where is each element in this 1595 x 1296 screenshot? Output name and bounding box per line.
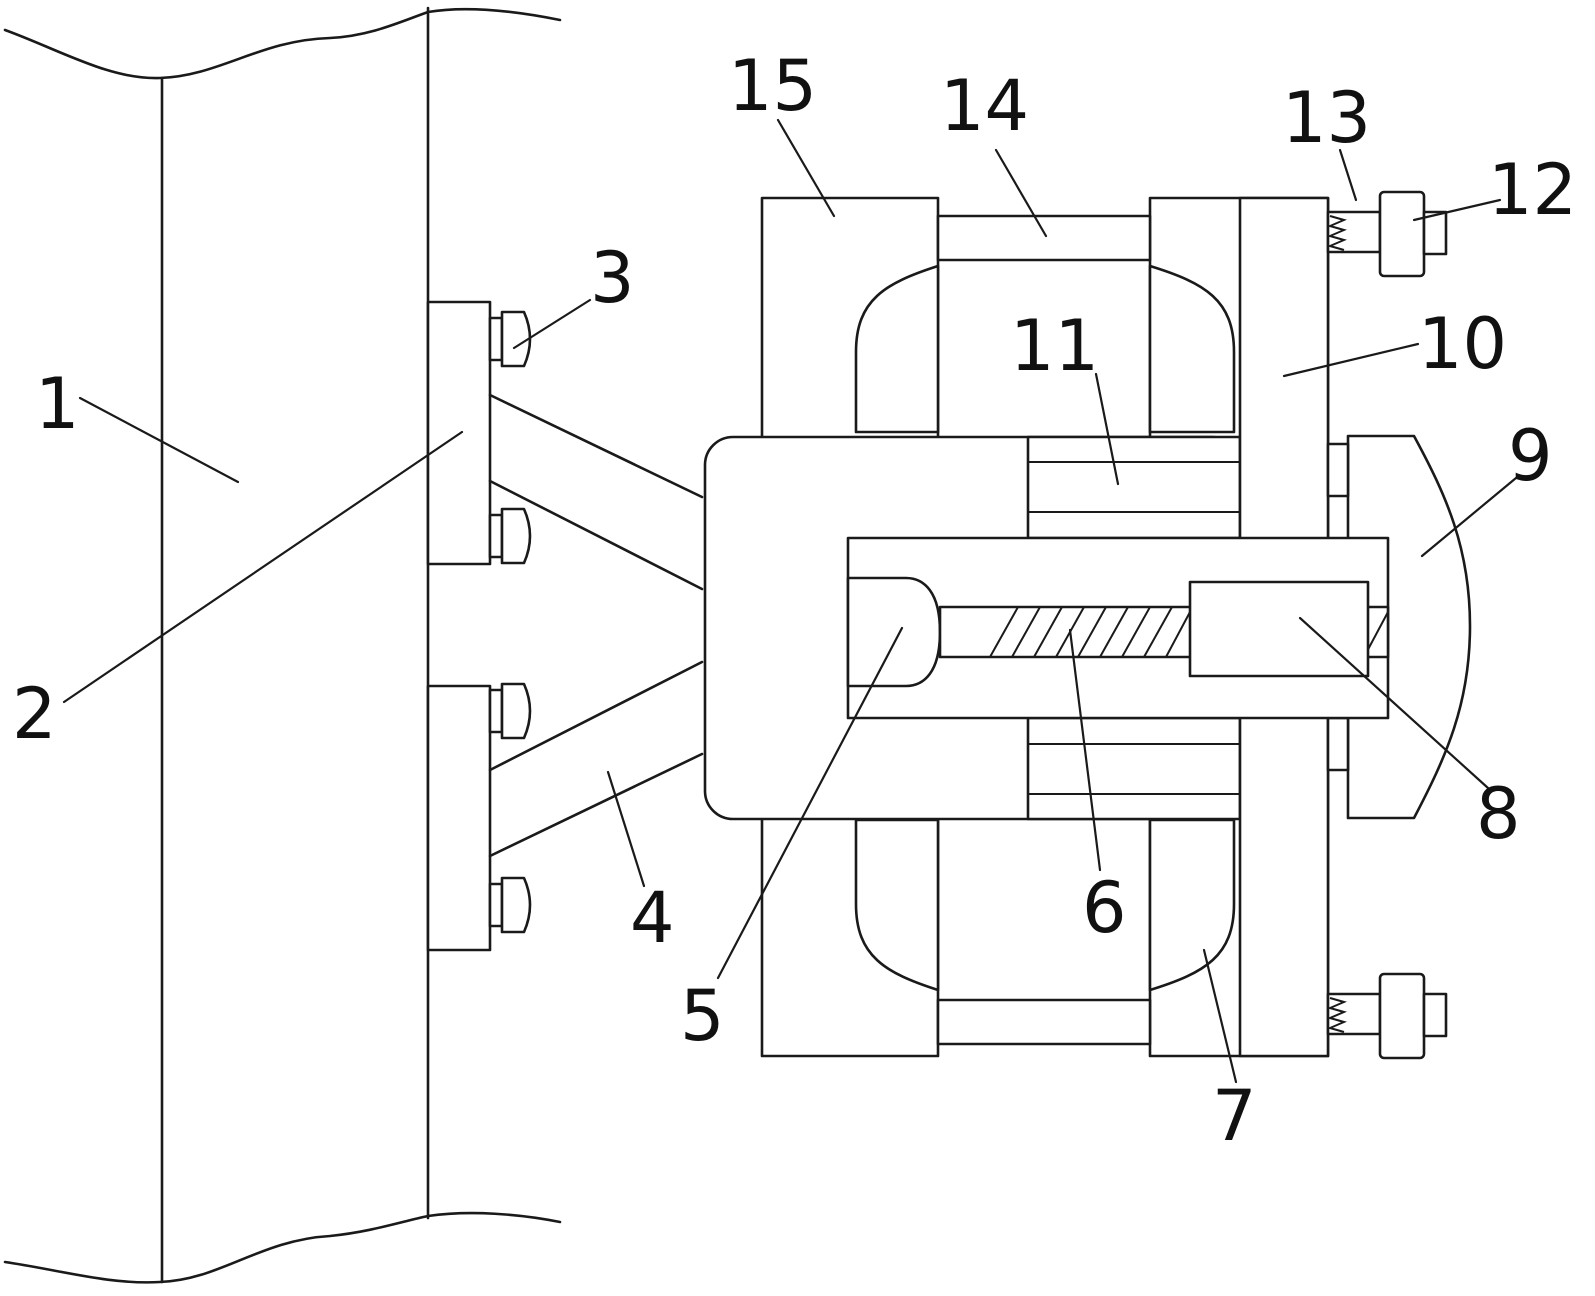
label-6: 6: [1082, 867, 1127, 949]
label-3: 3: [590, 237, 635, 319]
leader-lines: [62, 118, 1518, 1084]
bolt-heads: [488, 310, 532, 934]
label-5: 5: [680, 975, 725, 1057]
label-15: 15: [728, 45, 817, 127]
label-7: 7: [1212, 1075, 1257, 1157]
adjusting-bolt-bottom: [1326, 972, 1448, 1060]
label-1: 1: [35, 363, 80, 445]
screw-nut: [1188, 580, 1370, 678]
support-arms: [488, 393, 704, 858]
wall-column: [3, 6, 562, 1284]
mounting-plates: [426, 300, 492, 952]
number-labels: 1 2 3 4 5 6 7 8 9 10 11 12 13 14 15: [12, 45, 1577, 1157]
clamp-jaw: [1326, 434, 1472, 820]
adjusting-bolt-top: [1326, 190, 1448, 278]
label-13: 13: [1282, 77, 1371, 159]
label-10: 10: [1418, 303, 1507, 385]
label-14: 14: [940, 65, 1029, 147]
label-2: 2: [12, 673, 57, 755]
label-9: 9: [1508, 415, 1553, 497]
label-8: 8: [1476, 773, 1521, 855]
motor-block: [846, 576, 942, 688]
label-4: 4: [630, 877, 675, 959]
label-12: 12: [1488, 149, 1577, 231]
label-11: 11: [1010, 305, 1099, 387]
